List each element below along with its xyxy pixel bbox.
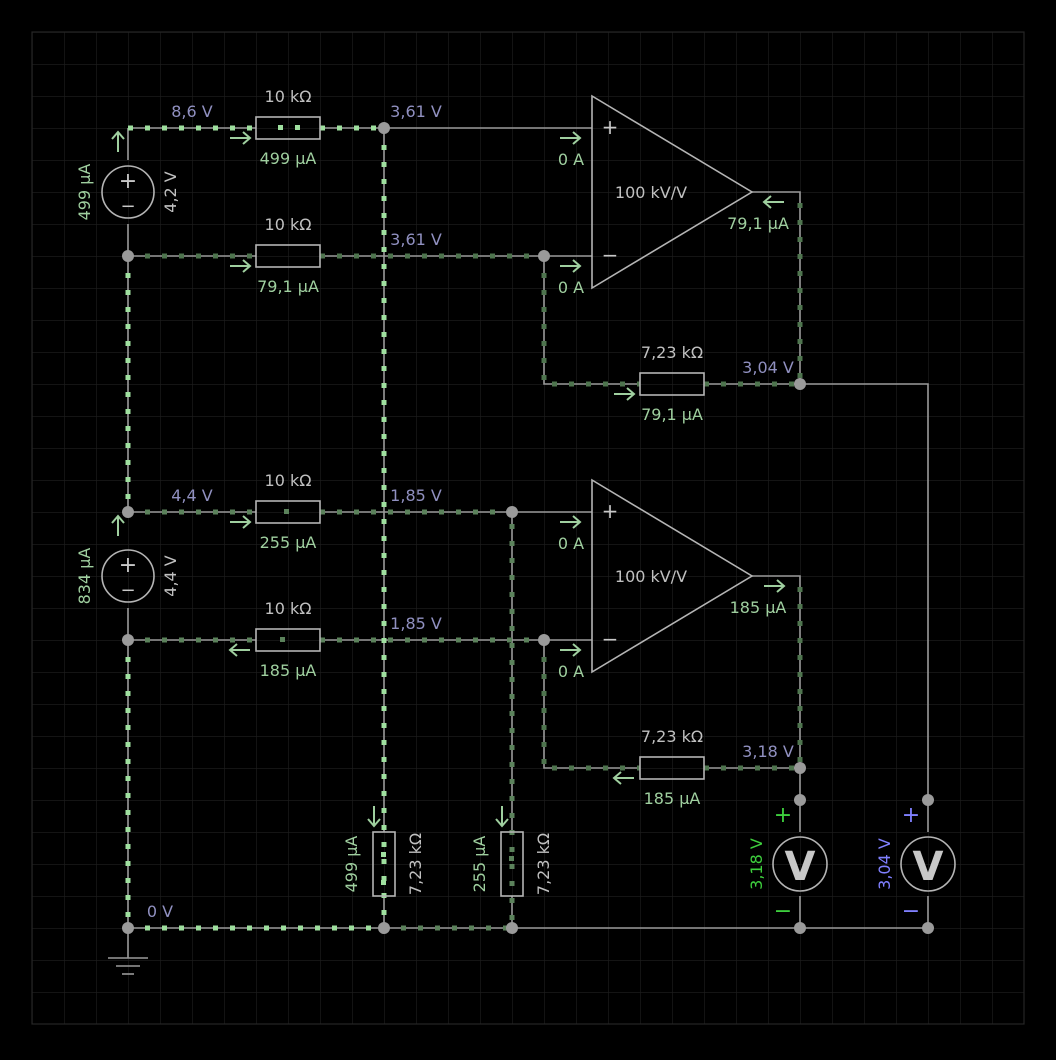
- opamp-2-gain: 100 kV/V: [615, 567, 687, 586]
- voltmeter-1[interactable]: V + − 3,18 V: [747, 803, 828, 924]
- voltmeter-1-plus: +: [774, 803, 792, 828]
- node-label: 3,61 V: [390, 230, 442, 249]
- grid-border: [31, 31, 1025, 1025]
- resistor-r3[interactable]: 7,23 kΩ 79,1 µA: [639, 343, 705, 424]
- opamp-1-in-plus-current: 0 A: [558, 150, 584, 169]
- node-label: 1,85 V: [390, 614, 442, 633]
- opamp-icon: [591, 478, 754, 674]
- current-arrow-icon: [367, 806, 381, 828]
- current-arrow-icon: [762, 195, 784, 209]
- voltmeter-1-symbol: V: [785, 844, 816, 890]
- opamp-2[interactable]: + − 100 kV/V 0 A 0 A 185 µA: [558, 478, 787, 681]
- current-arrow-icon: [111, 514, 125, 536]
- junction-nodes: [122, 122, 934, 934]
- resistor-r4-current: 255 µA: [260, 533, 317, 552]
- voltmeter-2-minus: −: [902, 899, 920, 924]
- resistor-r2[interactable]: 10 kΩ 79,1 µA: [255, 215, 321, 296]
- resistor-r6[interactable]: 7,23 kΩ 185 µA: [639, 727, 705, 808]
- opamp-1-gain: 100 kV/V: [615, 183, 687, 202]
- resistor-r7-current: 499 µA: [342, 836, 361, 893]
- resistor-r8[interactable]: 255 µA 7,23 kΩ: [470, 831, 553, 897]
- resistor-r1[interactable]: 10 kΩ 499 µA: [255, 87, 321, 168]
- opamp-2-in-plus-current: 0 A: [558, 534, 584, 553]
- voltmeter-2-reading: 3,04 V: [875, 838, 894, 890]
- current-arrow-icon: [111, 130, 125, 152]
- current-arrow-icon: [764, 579, 786, 593]
- current-arrow-icon: [560, 643, 582, 657]
- resistor-r3-value: 7,23 kΩ: [641, 343, 703, 362]
- opamp-1[interactable]: + − 100 kV/V 0 A 0 A 79,1 µA: [558, 94, 789, 297]
- source-s1-current: 499 µA: [75, 164, 94, 221]
- resistor-r6-value: 7,23 kΩ: [641, 727, 703, 746]
- current-arrow-icon: [230, 515, 252, 529]
- current-arrow-icon: [228, 643, 250, 657]
- opamp-icon: [591, 94, 754, 290]
- source-s2-minus: −: [120, 580, 135, 601]
- node-label: 3,18 V: [742, 742, 794, 761]
- current-arrow-icon: [614, 387, 636, 401]
- resistor-r2-current: 79,1 µA: [257, 277, 319, 296]
- current-arrow-icon: [560, 259, 582, 273]
- voltmeter-1-minus: −: [774, 899, 792, 924]
- voltmeter-icon: [900, 836, 956, 892]
- current-arrow-icon: [230, 259, 252, 273]
- node-voltage-labels: 8,6 V 3,61 V 3,61 V 3,04 V 4,4 V 1,85 V …: [147, 102, 794, 921]
- voltmeter-2-symbol: V: [913, 844, 944, 890]
- resistor-r1-value: 10 kΩ: [265, 87, 312, 106]
- opamp-2-in-minus-current: 0 A: [558, 662, 584, 681]
- voltmeter-icon: [772, 836, 828, 892]
- source-s1-minus: −: [120, 196, 135, 217]
- node-label: 1,85 V: [390, 486, 442, 505]
- opamp-1-out-current: 79,1 µA: [727, 214, 789, 233]
- current-arrow-icon: [230, 131, 252, 145]
- current-arrow-icon: [560, 515, 582, 529]
- source-s2-plus: +: [119, 553, 137, 578]
- opamp-1-in-minus-current: 0 A: [558, 278, 584, 297]
- current-flow: [125, 125, 803, 931]
- resistor-r5-value: 10 kΩ: [265, 599, 312, 618]
- voltmeter-2[interactable]: V + − 3,04 V: [875, 803, 956, 924]
- resistor-r5[interactable]: 10 kΩ 185 µA: [255, 599, 321, 680]
- ground-icon: [108, 957, 148, 975]
- source-s2-current: 834 µA: [75, 548, 94, 605]
- current-arrow-icon: [495, 806, 509, 828]
- node-label: 8,6 V: [171, 102, 213, 121]
- node-label: 3,04 V: [742, 358, 794, 377]
- current-arrow-icon: [560, 131, 582, 145]
- node-label: 0 V: [147, 902, 173, 921]
- svg-text:−: −: [602, 627, 619, 651]
- svg-text:+: +: [602, 115, 619, 139]
- source-s1-voltage: 4,2 V: [161, 171, 180, 213]
- current-arrow-icon: [612, 771, 634, 785]
- svg-text:+: +: [602, 499, 619, 523]
- resistor-r3-current: 79,1 µA: [641, 405, 703, 424]
- node-label: 4,4 V: [171, 486, 213, 505]
- resistor-r8-value: 7,23 kΩ: [534, 833, 553, 895]
- resistor-r6-current: 185 µA: [644, 789, 701, 808]
- node-label: 3,61 V: [390, 102, 442, 121]
- resistor-r7[interactable]: 499 µA 7,23 kΩ: [342, 831, 425, 897]
- resistor-r5-current: 185 µA: [260, 661, 317, 680]
- source-s2-voltage: 4,4 V: [161, 555, 180, 597]
- resistor-r8-current: 255 µA: [470, 836, 489, 893]
- resistor-r7-value: 7,23 kΩ: [406, 833, 425, 895]
- svg-text:−: −: [602, 243, 619, 267]
- voltmeter-1-reading: 3,18 V: [747, 838, 766, 890]
- voltage-source-s1[interactable]: + − 499 µA 4,2 V: [75, 164, 180, 221]
- resistor-r1-current: 499 µA: [260, 149, 317, 168]
- current-arrows: [111, 130, 786, 828]
- resistor-r2-value: 10 kΩ: [265, 215, 312, 234]
- resistor-r4-value: 10 kΩ: [265, 471, 312, 490]
- opamp-2-out-current: 185 µA: [730, 598, 787, 617]
- voltage-source-s2[interactable]: + − 834 µA 4,4 V: [75, 548, 180, 605]
- resistor-r4[interactable]: 10 kΩ 255 µA: [255, 471, 321, 552]
- grid-background: [32, 32, 1024, 1024]
- voltmeter-2-plus: +: [902, 803, 920, 828]
- source-s1-plus: +: [119, 169, 137, 194]
